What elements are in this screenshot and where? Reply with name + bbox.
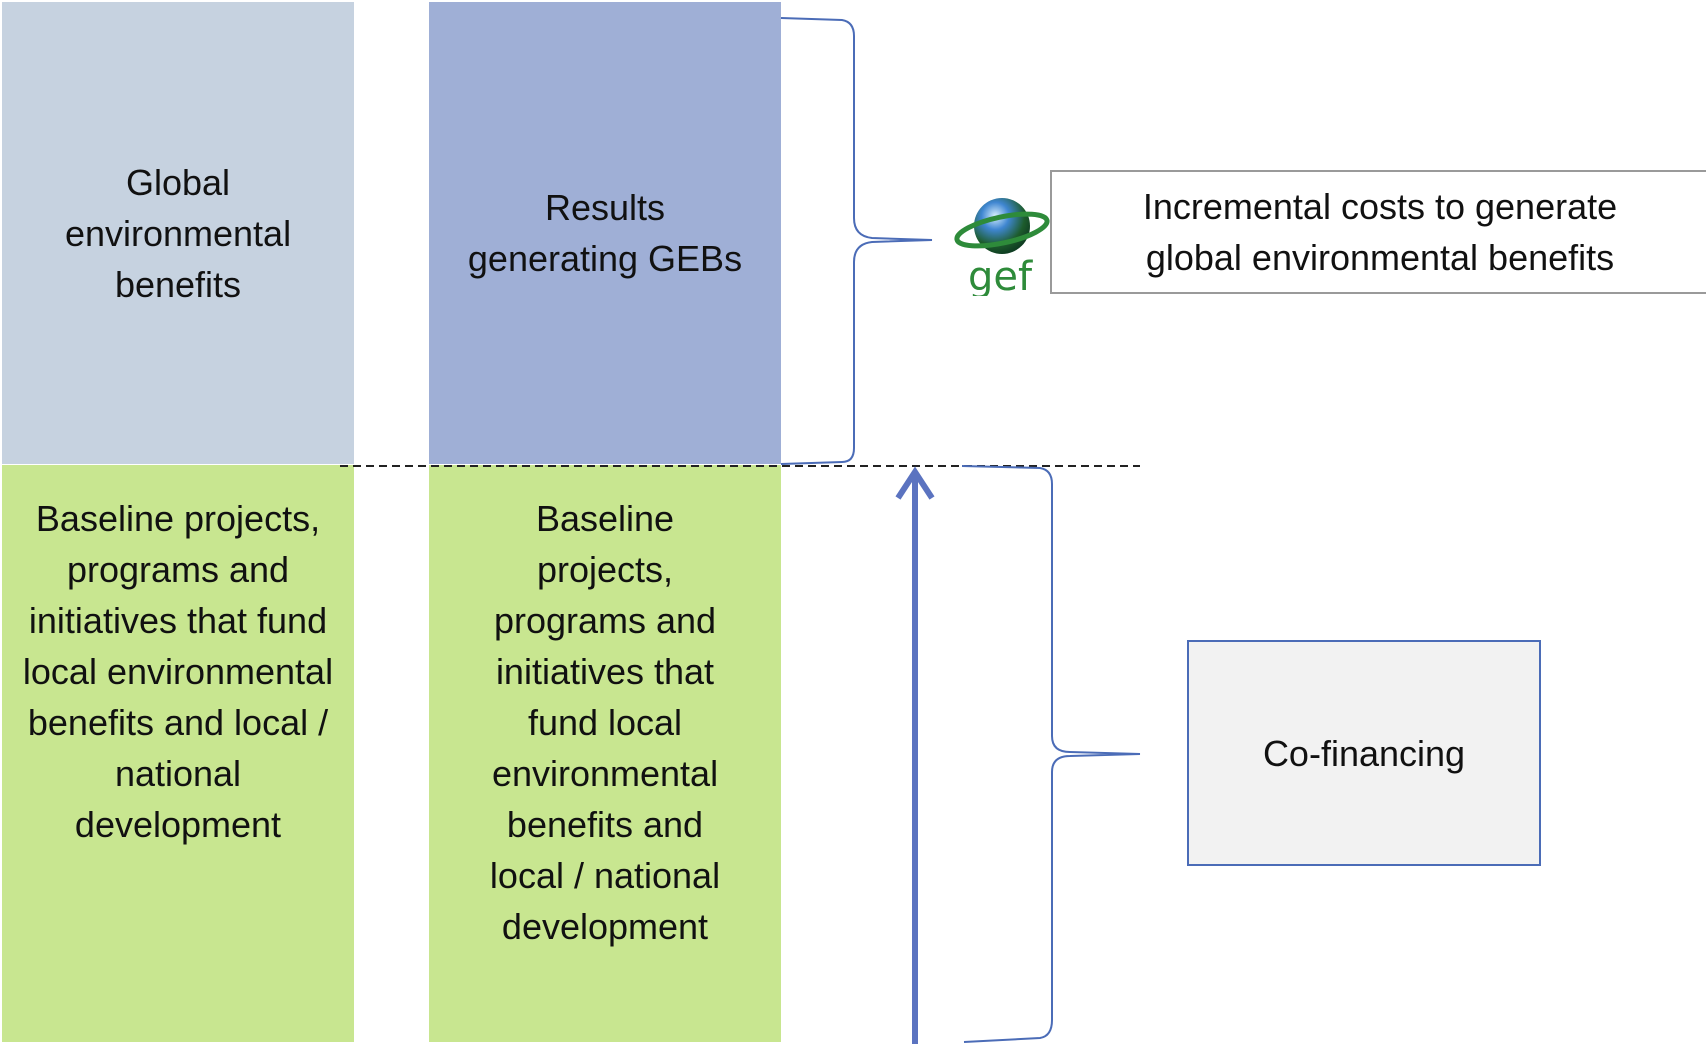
gef-logo-text: gef (968, 254, 1033, 296)
baseline-right-label: Baseline projects, programs and initiati… (489, 498, 721, 947)
incremental-costs-box: Incremental costs to generate global env… (1050, 170, 1706, 294)
global-environmental-benefits-block: Global environmental benefits (2, 2, 354, 464)
globe-with-orbit-icon (954, 198, 1050, 254)
upward-arrow-head (895, 466, 935, 500)
baseline-right-block: Baseline projects, programs and initiati… (429, 465, 781, 1042)
global-environmental-benefits-label: Global environmental benefits (64, 161, 292, 305)
cofinancing-box: Co-financing (1187, 640, 1541, 866)
cofinancing-label: Co-financing (1262, 732, 1466, 774)
baseline-left-block: Baseline projects, programs and initiati… (2, 465, 354, 1042)
incremental-brace (780, 17, 933, 465)
results-generating-gebs-block: Results generating GEBs (429, 2, 781, 464)
baseline-left-label: Baseline projects, programs and initiati… (22, 498, 334, 845)
incremental-costs-label: Incremental costs to generate global env… (1142, 186, 1618, 278)
cofinancing-brace (961, 465, 1141, 1043)
gef-logo: gef (954, 198, 1050, 296)
results-generating-gebs-label: Results generating GEBs (467, 187, 743, 279)
